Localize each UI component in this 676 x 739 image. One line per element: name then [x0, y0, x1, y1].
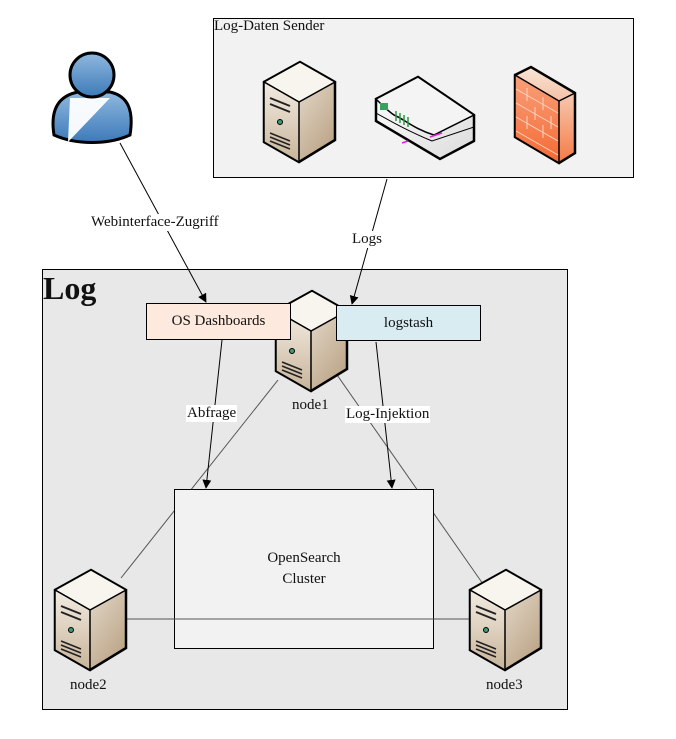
- network-switch-icon: [374, 75, 476, 161]
- node3-server-icon: [468, 568, 543, 672]
- node1-server-icon: [274, 289, 349, 393]
- os-dashboards-label: OS Dashboards: [171, 313, 266, 329]
- edge-label-logs: Logs: [351, 231, 383, 248]
- cluster-label[interactable]: OpenSearch Cluster: [174, 548, 434, 590]
- edge-label-web-access: Webinterface-Zugriff: [90, 214, 220, 231]
- node2-server-icon: [53, 568, 128, 672]
- user-icon: [51, 51, 133, 144]
- logstash-box[interactable]: logstash: [336, 305, 481, 341]
- logstash-label: logstash: [383, 314, 434, 331]
- edge-label-injection: Log-Injektion: [345, 406, 431, 423]
- sender-group-title: Log-Daten Sender: [214, 18, 325, 34]
- firewall-icon: [513, 65, 577, 165]
- cluster-label-line2: Cluster: [282, 571, 326, 587]
- node1-label: node1: [292, 397, 329, 413]
- edge-label-query: Abfrage: [186, 405, 238, 422]
- os-dashboards-box[interactable]: OS Dashboards: [146, 303, 291, 340]
- log-group-title: Log: [43, 270, 97, 306]
- node2-label: node2: [70, 677, 107, 693]
- cluster-label-line1: OpenSearch: [267, 550, 341, 566]
- node3-label: node3: [486, 677, 523, 693]
- cluster-frame: [174, 489, 434, 649]
- sender-server-icon: [262, 60, 337, 164]
- mesh-node1-node2: [120, 379, 279, 579]
